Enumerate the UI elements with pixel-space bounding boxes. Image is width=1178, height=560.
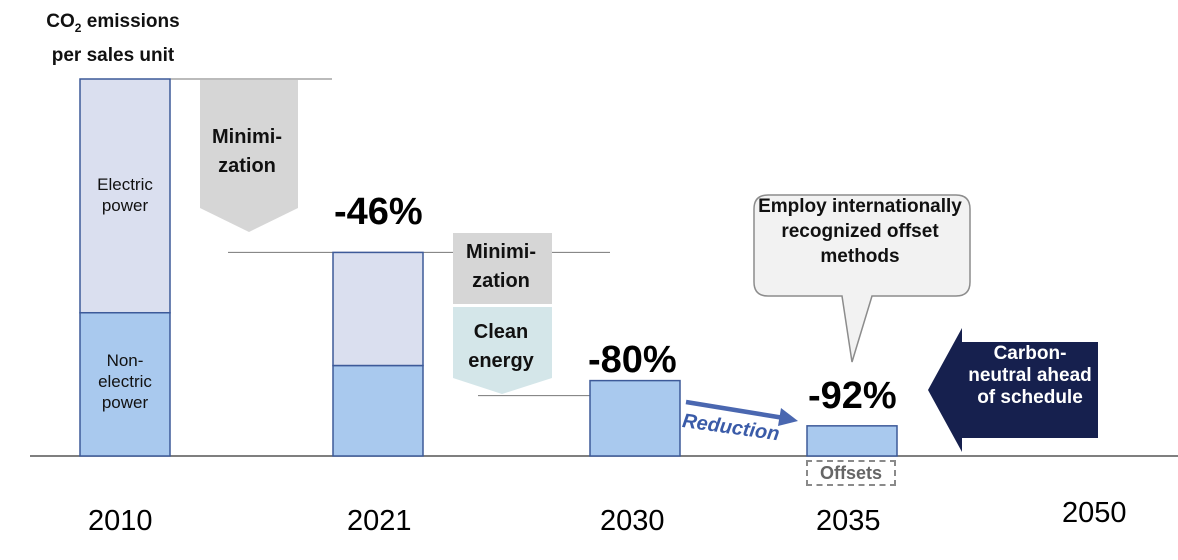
- bar-2030: [589, 379, 681, 457]
- minimization-2-label: Minimi- zation: [466, 241, 536, 292]
- y-title-sub: 2: [74, 20, 82, 35]
- clean-energy-arrow: [453, 307, 552, 394]
- value-label-2021: -46%: [334, 191, 423, 233]
- callout-bubble: [753, 194, 971, 363]
- bar-2010-non-electric: [79, 311, 171, 457]
- minimization-2-arrow: [453, 233, 552, 304]
- bar-2021-non-electric: [332, 364, 424, 457]
- x-tick-2030: 2030: [600, 505, 665, 537]
- y-axis-title: CO2 emissions per sales unit: [28, 8, 198, 69]
- segment-label-electric: Electric power: [97, 175, 153, 215]
- callout-text: Employ internationally recognized offset…: [758, 196, 962, 267]
- carbon-neutral-arrow: [928, 328, 1098, 452]
- y-title-line2: per sales unit: [51, 44, 175, 66]
- x-tick-2010: 2010: [88, 505, 153, 537]
- reduction-arrow-shaft: [685, 399, 785, 421]
- reduction-arrow-head: [778, 408, 798, 426]
- x-tick-2035: 2035: [816, 505, 881, 537]
- carbon-neutral-text: Carbon- neutral ahead of schedule: [968, 343, 1092, 408]
- x-tick-2050: 2050: [1062, 497, 1127, 529]
- x-tick-2021: 2021: [347, 505, 412, 537]
- minimization-1-label: Minimi- zation: [212, 126, 282, 177]
- y-title-rest: emissions: [81, 11, 180, 32]
- bar-2035: [806, 425, 898, 457]
- minimization-1-arrow: [200, 80, 298, 232]
- y-title-co: CO: [46, 11, 75, 32]
- offsets-label: Offsets: [806, 460, 896, 486]
- value-label-2035: -92%: [808, 375, 897, 417]
- value-label-2030: -80%: [588, 339, 677, 381]
- segment-label-non-electric: Non- electric power: [98, 351, 152, 412]
- bar-2010-electric: [79, 78, 171, 314]
- bar-2021-electric: [332, 251, 424, 367]
- clean-energy-label: Clean energy: [468, 321, 534, 372]
